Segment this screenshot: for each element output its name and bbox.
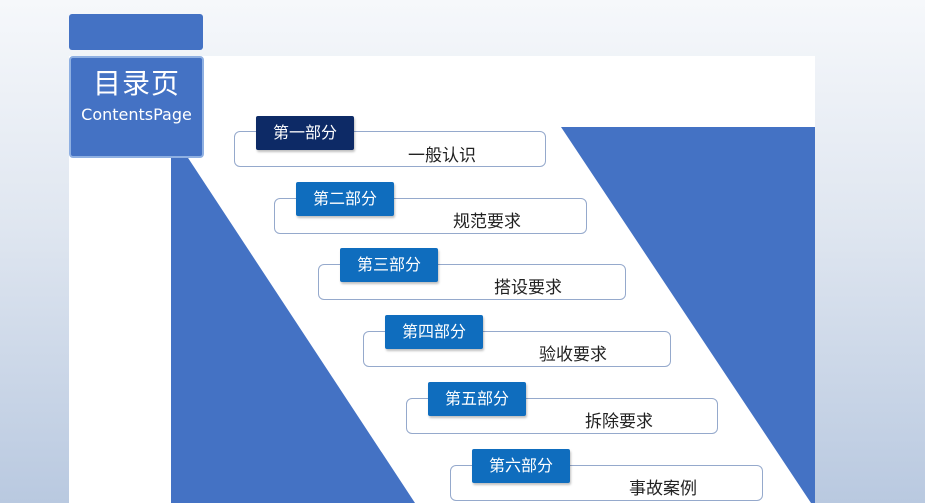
page-subtitle: ContentsPage	[81, 105, 192, 124]
section-label: 搭设要求	[494, 278, 562, 298]
slide-background-shapes	[171, 127, 815, 503]
section-label: 规范要求	[453, 212, 521, 232]
section-badge: 第五部分	[428, 382, 526, 416]
section-badge: 第三部分	[340, 248, 438, 282]
section-label: 事故案例	[629, 479, 697, 499]
section-label: 拆除要求	[585, 412, 653, 432]
section-label: 一般认识	[408, 146, 476, 166]
section-badge: 第一部分	[256, 116, 354, 150]
section-label: 验收要求	[539, 345, 607, 365]
section-badge: 第六部分	[472, 449, 570, 483]
top-tab-decoration	[69, 14, 203, 50]
left-blue-triangle	[171, 132, 415, 503]
page-title: 目录页	[92, 67, 180, 100]
right-blue-band	[561, 127, 815, 503]
section-badge: 第四部分	[385, 315, 483, 349]
contents-title-box: 目录页 ContentsPage	[69, 56, 204, 158]
section-badge: 第二部分	[296, 182, 394, 216]
